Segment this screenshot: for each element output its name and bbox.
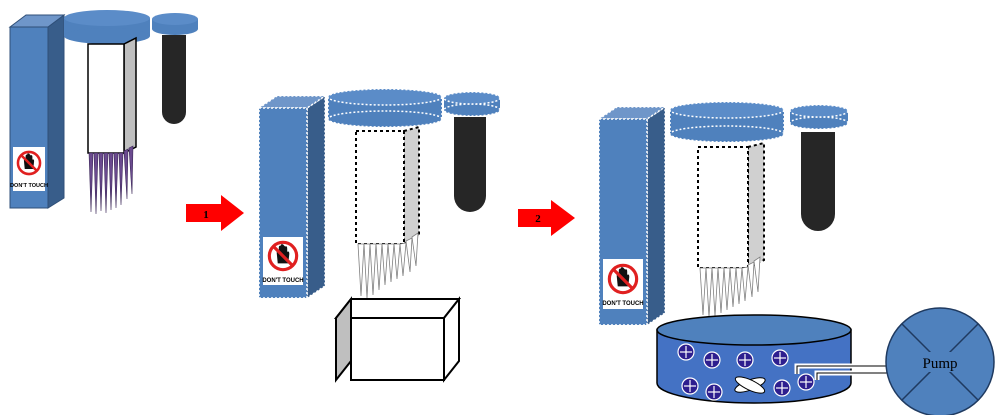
cap-disc <box>152 13 198 35</box>
particle <box>736 351 754 369</box>
needle-array <box>357 232 419 299</box>
black-cap <box>454 117 486 212</box>
pump-label: Pump <box>922 356 957 372</box>
particle <box>681 377 699 395</box>
cap-disc <box>443 91 501 117</box>
particle <box>677 343 695 361</box>
pump-tubes <box>794 363 890 380</box>
sign-label: DON'T TOUCH <box>262 278 303 284</box>
needle-array <box>699 256 761 318</box>
dont-touch-sign: DON'T TOUCH <box>262 237 304 285</box>
top-disc <box>327 88 443 128</box>
particles <box>677 343 815 401</box>
arrow-2-label: 2 <box>535 213 541 225</box>
body-front <box>87 43 125 154</box>
arrow-1-label: 1 <box>203 209 209 221</box>
top-disc <box>669 101 785 143</box>
arrow-2: 2 <box>518 200 575 236</box>
pump: Pump <box>885 307 995 415</box>
particle <box>703 351 721 369</box>
sign-label: DON'T TOUCH <box>10 183 48 189</box>
particle <box>773 379 791 397</box>
black-cap <box>162 35 186 124</box>
top-disc <box>64 10 150 44</box>
dont-touch-sign: DON'T TOUCH <box>10 147 48 191</box>
particle <box>705 383 723 401</box>
sign-label: DON'T TOUCH <box>602 301 643 307</box>
particle <box>797 373 815 391</box>
dont-touch-sign: DON'T TOUCH <box>602 259 644 309</box>
target-box <box>333 296 462 383</box>
black-cap <box>801 132 835 231</box>
arrow-1: 1 <box>186 195 244 231</box>
body-front-dotted <box>355 130 405 245</box>
body-front-dotted <box>697 146 749 269</box>
cap-disc <box>789 104 849 130</box>
stage-1-device: DON'T TOUCH <box>8 10 198 215</box>
particle <box>771 349 789 367</box>
stage-3-device: DON'T TOUCH <box>596 101 849 327</box>
body-side <box>123 36 137 155</box>
column-side <box>47 14 65 209</box>
needle-array <box>88 145 134 215</box>
stage-2-device: DON'T TOUCH <box>256 88 501 300</box>
stirrer-icon <box>734 376 766 394</box>
